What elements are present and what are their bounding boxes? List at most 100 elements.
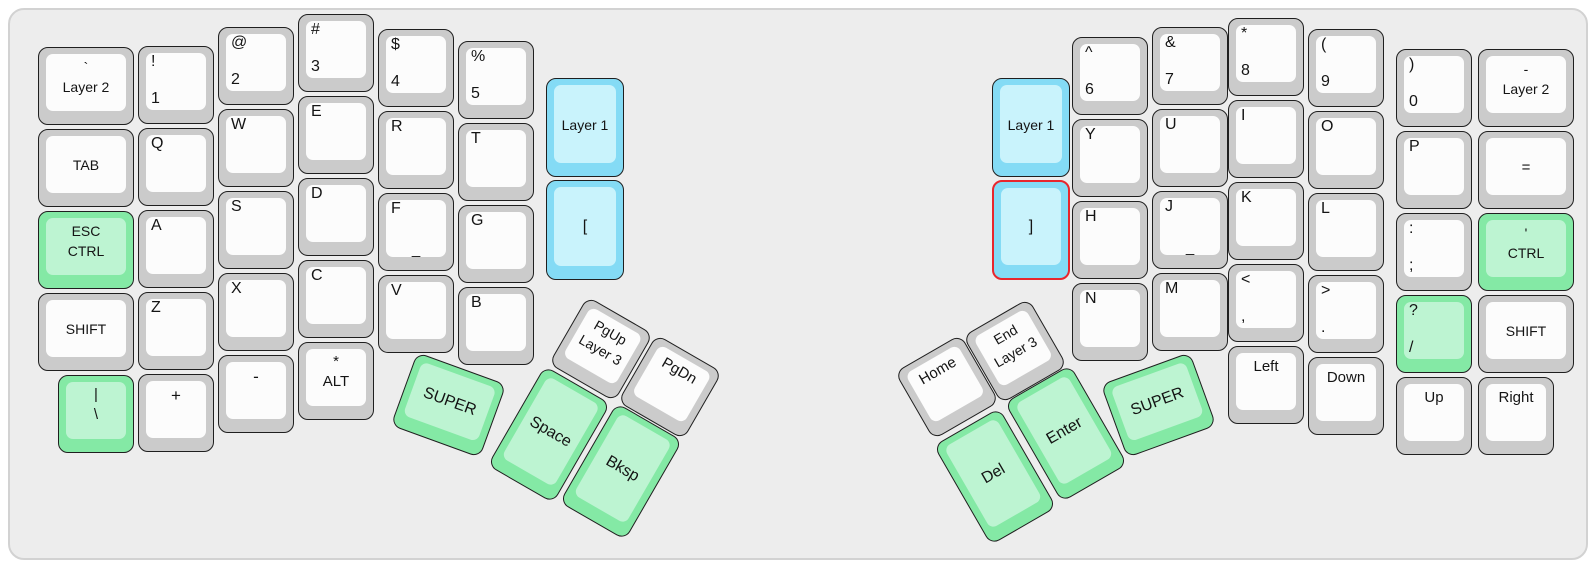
key-label: 8 <box>1241 62 1250 79</box>
key-minus[interactable]: - <box>218 355 294 433</box>
key-grave-layer2[interactable]: `Layer 2 <box>38 47 134 125</box>
keycap-top <box>66 382 126 439</box>
key-b[interactable]: B <box>458 287 534 365</box>
key-label: - <box>253 367 259 386</box>
keycap-top <box>466 48 526 105</box>
keycap-top <box>146 135 206 192</box>
key-q[interactable]: Q <box>138 128 214 206</box>
key-g[interactable]: G <box>458 205 534 283</box>
key-layer1-left[interactable]: Layer 1 <box>546 78 624 177</box>
key-label: Layer 1 <box>1007 116 1055 133</box>
key-rparen-0[interactable]: )0 <box>1396 49 1472 127</box>
key-z[interactable]: Z <box>138 292 214 370</box>
key-t[interactable]: T <box>458 123 534 201</box>
key-label: CTRL <box>1507 245 1545 261</box>
key-percent-5[interactable]: %5 <box>458 41 534 119</box>
key-star-8[interactable]: *8 <box>1228 18 1304 96</box>
key-o[interactable]: O <box>1308 111 1384 189</box>
key-label: + <box>171 386 181 405</box>
key-arrow-up[interactable]: Up <box>1396 377 1472 455</box>
key-star-alt[interactable]: *ALT <box>298 342 374 420</box>
key-j[interactable]: J_ <box>1152 191 1228 269</box>
keycap-top <box>1486 138 1566 195</box>
key-label: P <box>1409 138 1420 155</box>
key-lt-comma[interactable]: <, <box>1228 264 1304 342</box>
key-super-left[interactable]: SUPER <box>390 352 507 458</box>
key-e[interactable]: E <box>298 96 374 174</box>
key-lbracket[interactable]: [ <box>546 180 624 280</box>
key-w[interactable]: W <box>218 109 294 187</box>
key-super-right[interactable]: SUPER <box>1100 352 1217 458</box>
key-a[interactable]: A <box>138 210 214 288</box>
key-label-group: + <box>139 387 213 404</box>
key-m[interactable]: M <box>1152 273 1228 351</box>
keycap-top <box>1236 107 1296 164</box>
key-h[interactable]: H <box>1072 201 1148 279</box>
key-arrow-left[interactable]: Left <box>1228 346 1304 424</box>
keycap-top <box>386 200 446 257</box>
key-label: SUPER <box>420 384 479 420</box>
keycap-top <box>146 381 206 438</box>
key-rbracket[interactable]: ] <box>992 180 1070 280</box>
keycap-top <box>226 280 286 337</box>
key-colon-semi[interactable]: :; <box>1396 213 1472 291</box>
key-y[interactable]: Y <box>1072 119 1148 197</box>
key-shift-right[interactable]: SHIFT <box>1478 295 1574 373</box>
key-n[interactable]: N <box>1072 283 1148 361</box>
key-plus[interactable]: + <box>138 374 214 452</box>
key-equals[interactable]: = <box>1478 131 1574 209</box>
key-p[interactable]: P <box>1396 131 1472 209</box>
key-label: Y <box>1085 126 1096 143</box>
key-label: [ <box>582 218 588 235</box>
key-label: SHIFT <box>1505 323 1547 339</box>
key-pipe-backslash[interactable]: |\ <box>58 375 134 453</box>
key-tab[interactable]: TAB <box>38 129 134 207</box>
key-d[interactable]: D <box>298 178 374 256</box>
key-hash-3[interactable]: #3 <box>298 14 374 92</box>
key-quote-ctrl[interactable]: 'CTRL <box>1478 213 1574 291</box>
key-label: 4 <box>391 73 400 90</box>
keycap-top <box>1160 34 1220 91</box>
key-label-group: ] <box>994 182 1068 272</box>
key-u[interactable]: U <box>1152 109 1228 187</box>
keycap-top <box>386 118 446 175</box>
key-l[interactable]: L <box>1308 193 1384 271</box>
key-label: V <box>391 282 402 299</box>
key-question-slash[interactable]: ?/ <box>1396 295 1472 373</box>
key-at-2[interactable]: @2 <box>218 27 294 105</box>
key-layer1-right[interactable]: Layer 1 <box>992 78 1070 177</box>
key-f[interactable]: F_ <box>378 193 454 271</box>
key-shift-left[interactable]: SHIFT <box>38 293 134 371</box>
keycap-top <box>226 34 286 91</box>
key-s[interactable]: S <box>218 191 294 269</box>
key-r[interactable]: R <box>378 111 454 189</box>
key-arrow-right[interactable]: Right <box>1478 377 1554 455</box>
key-label-group: SHIFT <box>1479 296 1573 366</box>
key-caret-6[interactable]: ^6 <box>1072 37 1148 115</box>
key-lparen-9[interactable]: (9 <box>1308 29 1384 107</box>
key-gt-period[interactable]: >. <box>1308 275 1384 353</box>
key-i[interactable]: I <box>1228 100 1304 178</box>
keycap-top <box>1486 302 1566 359</box>
key-label-group: Down <box>1309 370 1383 385</box>
key-label: T <box>471 130 481 147</box>
key-x[interactable]: X <box>218 273 294 351</box>
keycap-top <box>466 294 526 351</box>
keycap-top <box>1000 85 1062 163</box>
key-excl-1[interactable]: !1 <box>138 46 214 124</box>
key-arrow-down[interactable]: Down <box>1308 357 1384 435</box>
key-dollar-4[interactable]: $4 <box>378 29 454 107</box>
key-k[interactable]: K <box>1228 182 1304 260</box>
key-label: Z <box>151 299 161 316</box>
key-dash-layer2[interactable]: -Layer 2 <box>1478 49 1574 127</box>
key-v[interactable]: V <box>378 275 454 353</box>
key-label: X <box>231 280 242 297</box>
key-amp-7[interactable]: &7 <box>1152 27 1228 105</box>
key-label: ! <box>151 53 156 70</box>
key-label: 3 <box>311 58 320 75</box>
key-c[interactable]: C <box>298 260 374 338</box>
key-label: SHIFT <box>65 321 107 337</box>
keycap-top <box>386 282 446 339</box>
keycap-top <box>1486 220 1566 277</box>
